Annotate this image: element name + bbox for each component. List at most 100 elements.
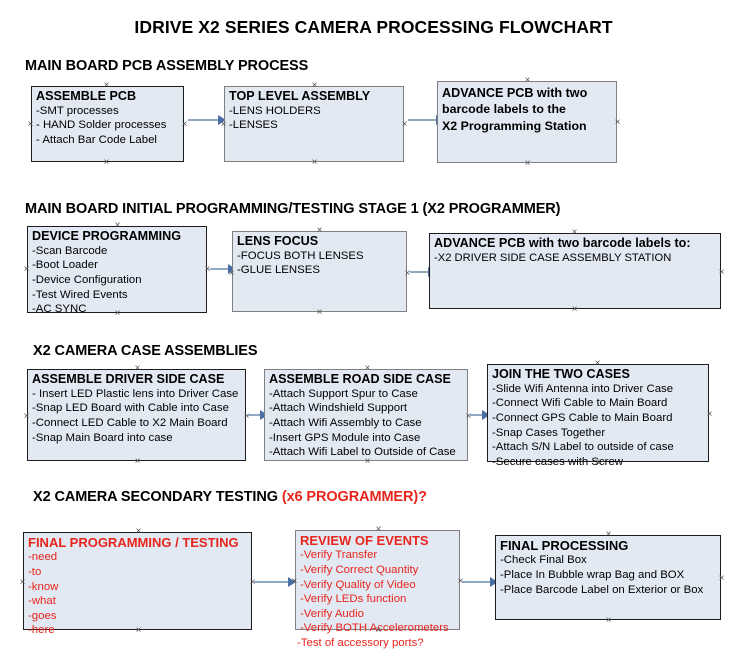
selection-handle[interactable]	[133, 457, 142, 466]
box-title: REVIEW OF EVENTS	[300, 533, 429, 548]
box-title: ADVANCE PCB with two	[442, 86, 588, 100]
selection-handle[interactable]	[180, 120, 189, 129]
selection-handle[interactable]	[593, 359, 602, 368]
box-line: -SMT processes	[36, 104, 119, 117]
selection-handle[interactable]	[604, 530, 613, 539]
selection-handle[interactable]	[22, 412, 31, 421]
selection-handle[interactable]	[315, 308, 324, 317]
flow-box-review-of-events[interactable]: REVIEW OF EVENTS -Verify Transfer -Verif…	[295, 530, 460, 649]
selection-handle[interactable]	[570, 305, 579, 314]
box-title: ASSEMBLE PCB	[36, 89, 137, 103]
box-line: -Check Final Box	[500, 554, 587, 567]
box-line: -X2 DRIVER SIDE CASE ASSEMBLY STATION	[434, 251, 672, 264]
selection-handle[interactable]	[290, 577, 299, 586]
selection-handle[interactable]	[219, 120, 228, 129]
box-line: -Slide Wifi Antenna into Driver Case	[492, 382, 674, 395]
selection-handle[interactable]	[113, 221, 122, 230]
selection-handle[interactable]	[310, 158, 319, 167]
selection-handle[interactable]	[374, 525, 383, 534]
box-title: TOP LEVEL ASSEMBLY	[229, 89, 371, 103]
box-line: -Attach Support Spur to Case	[269, 387, 418, 400]
box-line: -what	[28, 595, 56, 608]
selection-handle[interactable]	[134, 626, 143, 635]
selection-handle[interactable]	[102, 81, 111, 90]
box-line: -Verify Transfer	[300, 549, 378, 562]
box-line: -Attach Windshield Support	[269, 402, 408, 415]
selection-handle[interactable]	[18, 578, 27, 587]
selection-handle[interactable]	[717, 574, 726, 583]
box-line: - HAND Solder processes	[36, 119, 167, 132]
box-line: -Test Wired Events	[32, 288, 128, 301]
selection-handle[interactable]	[134, 527, 143, 536]
connector-line-3a	[247, 414, 265, 416]
box-line: -Boot Loader	[32, 259, 98, 272]
page-title: IDRIVE X2 SERIES CAMERA PROCESSING FLOWC…	[134, 17, 613, 37]
section-header-2: MAIN BOARD INITIAL PROGRAMMING/TESTING S…	[25, 201, 561, 217]
connector-line-4b	[462, 581, 494, 583]
box-line: -here	[28, 624, 55, 637]
box-line: X2 Programming Station	[442, 118, 587, 133]
flow-box-advance-pcb-1[interactable]: ADVANCE PCB with two barcode labels to t…	[437, 81, 617, 163]
flow-box-device-programming[interactable]: DEVICE PROGRAMMING -Scan Barcode -Boot L…	[27, 226, 207, 315]
box-title: FINAL PROCESSING	[500, 538, 629, 553]
box-line: -Device Configuration	[32, 274, 142, 287]
box-line: -FOCUS BOTH LENSES	[237, 249, 364, 262]
selection-handle[interactable]	[604, 616, 613, 625]
box-line: -GLUE LENSES	[237, 264, 320, 277]
selection-handle[interactable]	[717, 268, 726, 277]
box-line: -need	[28, 551, 58, 564]
selection-handle[interactable]	[374, 626, 383, 635]
selection-handle[interactable]	[570, 228, 579, 237]
selection-handle[interactable]	[363, 364, 372, 373]
box-line: -LENSES	[229, 119, 278, 132]
selection-handle[interactable]	[613, 118, 622, 127]
connector-arrowhead-3b	[482, 410, 490, 420]
selection-handle[interactable]	[523, 76, 532, 85]
connector-line-4a	[254, 581, 292, 583]
box-line: -Verify Correct Quantity	[300, 563, 419, 576]
flow-box-advance-pcb-2[interactable]: ADVANCE PCB with two barcode labels to: …	[429, 233, 721, 309]
connector-line-3b	[470, 414, 486, 416]
section-header-4: X2 CAMERA SECONDARY TESTING (x6 PROGRAMM…	[33, 489, 427, 505]
flow-box-assemble-driver-side-case[interactable]: ASSEMBLE DRIVER SIDE CASE - Insert LED P…	[27, 369, 246, 461]
flow-box-final-processing[interactable]: FINAL PROCESSING -Check Final Box -Place…	[495, 535, 721, 620]
flow-box-top-level-assembly[interactable]: TOP LEVEL ASSEMBLY -LENS HOLDERS -LENSES	[224, 86, 404, 162]
box-line: - Attach Bar Code Label	[36, 134, 157, 147]
flow-box-final-programming-testing[interactable]: FINAL PROGRAMMING / TESTING -need -to -k…	[23, 532, 252, 636]
selection-handle[interactable]	[523, 159, 532, 168]
selection-handle[interactable]	[400, 120, 409, 129]
box-title: FINAL PROGRAMMING / TESTING	[28, 535, 239, 550]
selection-handle[interactable]	[102, 158, 111, 167]
selection-handle[interactable]	[705, 410, 714, 419]
flow-box-assemble-road-side-case[interactable]: ASSEMBLE ROAD SIDE CASE -Attach Support …	[264, 369, 468, 461]
connector-line-1b	[408, 119, 440, 121]
flow-box-assemble-pcb[interactable]: ASSEMBLE PCB -SMT processes - HAND Solde…	[31, 86, 184, 162]
box-line: -Connect GPS Cable to Main Board	[492, 412, 673, 425]
box-line-overflow: -Test of accessory ports?	[297, 636, 424, 649]
selection-handle[interactable]	[227, 269, 236, 278]
box-line: barcode labels to the	[442, 101, 566, 116]
box-line: -Place Barcode Label on Exterior or Box	[500, 583, 704, 596]
selection-handle[interactable]	[22, 265, 31, 274]
selection-handle[interactable]	[593, 458, 602, 467]
selection-handle[interactable]	[133, 364, 142, 373]
box-line: -Snap Cases Together	[492, 426, 606, 439]
box-line: -Secure cases with Screw	[492, 455, 624, 468]
section-header-4-main: X2 CAMERA SECONDARY TESTING	[33, 489, 282, 505]
box-title: ASSEMBLE ROAD SIDE CASE	[269, 372, 451, 386]
selection-handle[interactable]	[310, 81, 319, 90]
box-title: JOIN THE TWO CASES	[492, 367, 630, 381]
box-line: -Connect LED Cable to X2 Main Board	[32, 417, 228, 430]
selection-handle[interactable]	[363, 457, 372, 466]
selection-handle[interactable]	[26, 120, 35, 129]
box-line: -Snap Main Board into case	[32, 431, 173, 444]
box-line: -Snap LED Board with Cable into Case	[32, 402, 229, 415]
box-line: -Verify Audio	[300, 607, 364, 620]
box-title: ASSEMBLE DRIVER SIDE CASE	[32, 372, 225, 386]
selection-handle[interactable]	[315, 226, 324, 235]
flow-box-lens-focus[interactable]: LENS FOCUS -FOCUS BOTH LENSES -GLUE LENS…	[232, 231, 407, 312]
box-line: -Attach Wifi Assembly to Case	[269, 417, 422, 430]
flow-box-join-the-two-cases[interactable]: JOIN THE TWO CASES -Slide Wifi Antenna i…	[487, 364, 709, 468]
selection-handle[interactable]	[113, 309, 122, 318]
